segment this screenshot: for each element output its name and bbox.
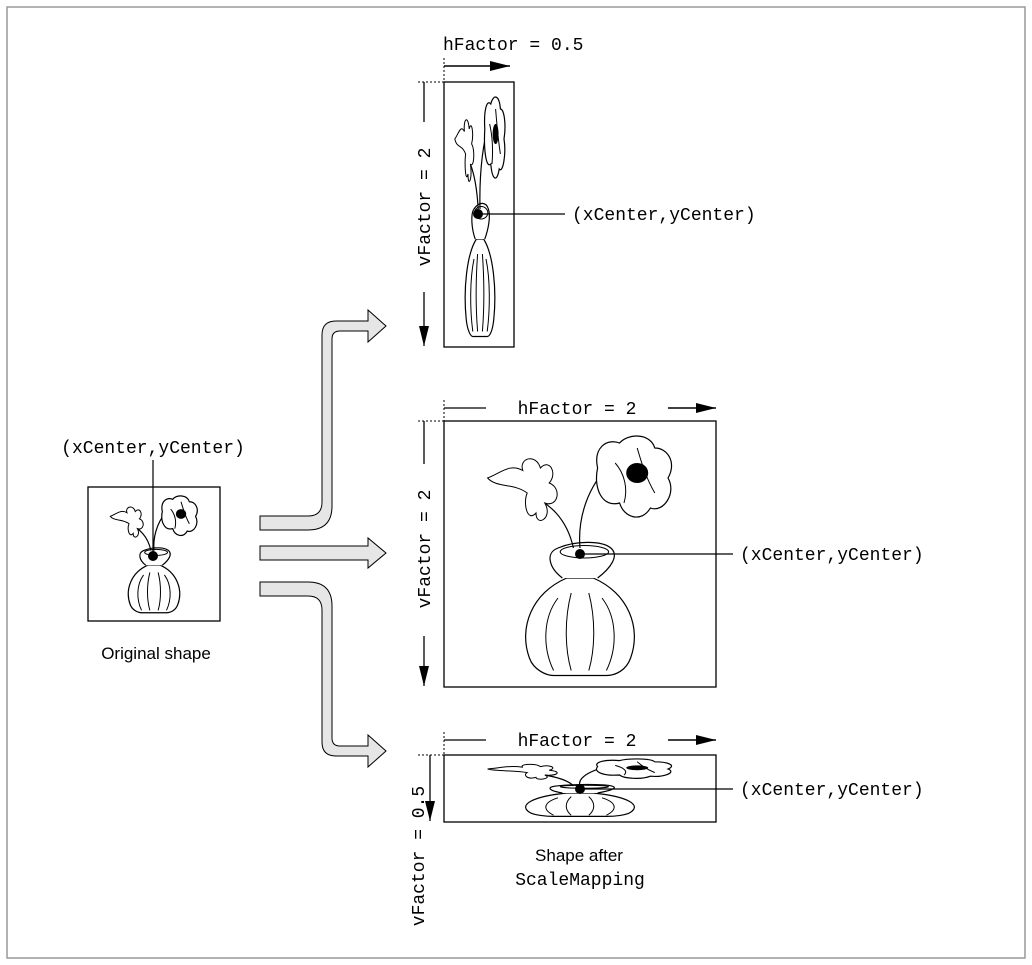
- transform-arrows: [259, 308, 387, 769]
- result-caption-line2: ScaleMapping: [515, 871, 645, 891]
- wide-h-label: hFactor = 2: [518, 732, 637, 752]
- wide-shape: hFactor = 2 vFactor = 0.5 (xCenter,yCent…: [410, 732, 924, 926]
- large-h-label: hFactor = 2: [518, 400, 637, 420]
- original-caption: Original shape: [101, 644, 211, 663]
- center-point-icon-large: [575, 549, 585, 559]
- large-center-label: (xCenter,yCenter): [740, 546, 924, 566]
- transform-arrow-icon-right: [259, 536, 387, 570]
- result-caption: Shape after ScaleMapping: [515, 846, 645, 891]
- transform-arrow-icon-down: [259, 581, 387, 769]
- center-point-icon-wide: [575, 784, 585, 794]
- wide-center-label: (xCenter,yCenter): [740, 781, 924, 801]
- figure-frame: [6, 6, 1026, 959]
- transform-arrow-icon-up: [259, 308, 387, 531]
- wide-v-label: vFactor = 0.5: [410, 786, 430, 926]
- large-v-label: vFactor = 2: [416, 490, 436, 609]
- center-point-icon-tall: [473, 209, 483, 219]
- original-center-label: (xCenter,yCenter): [61, 439, 245, 459]
- tall-v-label: vFactor = 2: [416, 148, 436, 267]
- center-point-icon: [148, 551, 158, 561]
- original-shape: (xCenter,yCenter) Original shape: [61, 439, 245, 663]
- tall-shape: hFactor = 0.5 vFactor = 2 (xCenter,yCent…: [416, 36, 756, 348]
- large-shape: hFactor = 2 vFactor = 2 (xCenter,yCenter…: [416, 400, 924, 688]
- result-caption-line1: Shape after: [535, 846, 623, 865]
- tall-h-label: hFactor = 0.5: [443, 36, 583, 56]
- tall-center-label: (xCenter,yCenter): [572, 206, 756, 226]
